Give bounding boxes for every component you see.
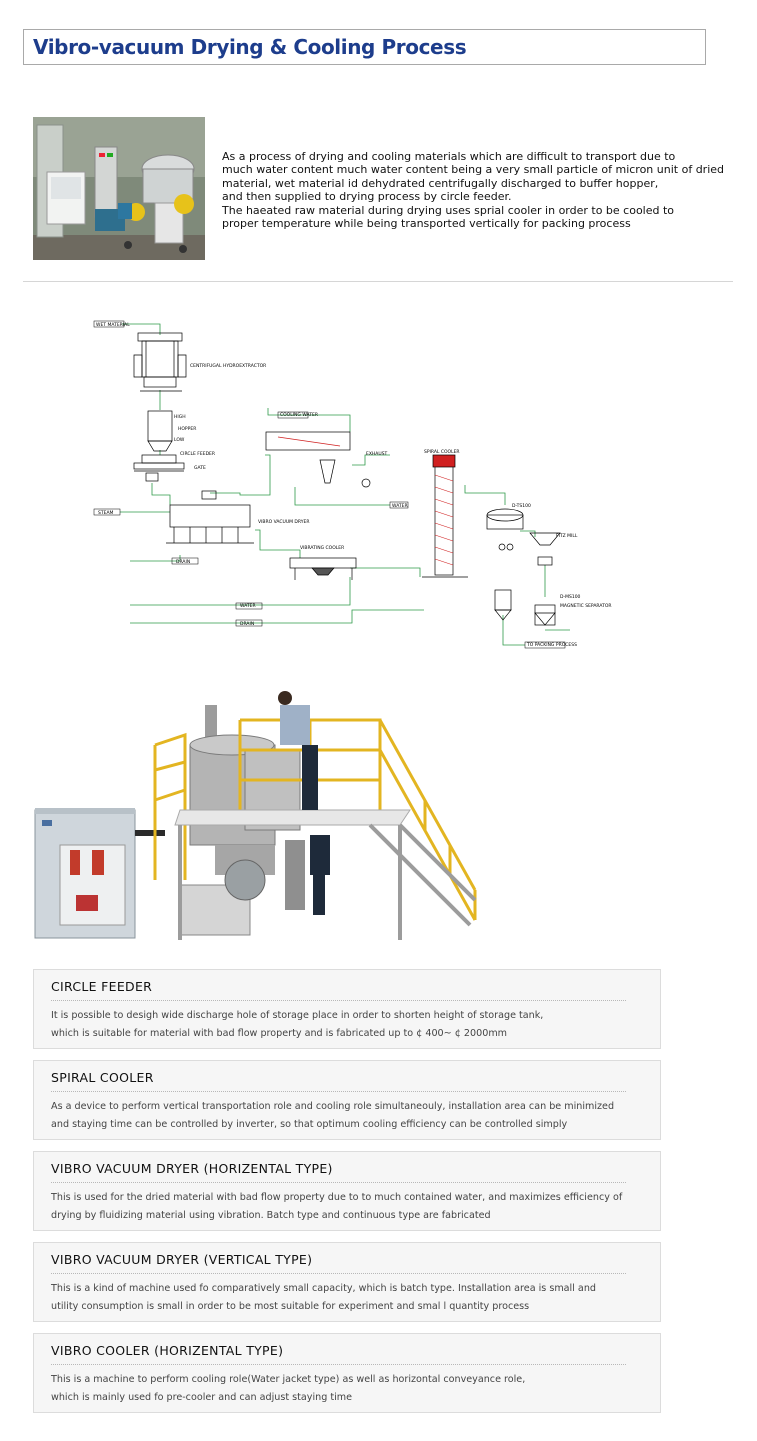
label-drain: DRAIN xyxy=(176,559,190,565)
label-water-in: WATER xyxy=(240,603,256,609)
label-steam: STEAM xyxy=(98,510,114,516)
intro-line: and then supplied to drying process by c… xyxy=(222,190,512,204)
feature-line: It is possible to desigh wide discharge … xyxy=(51,1010,544,1021)
feature-description: This is used for the dried material with… xyxy=(51,1189,641,1225)
feature-line: and staying time can be controlled by in… xyxy=(51,1119,568,1130)
label-centrifugal: CENTRIFUGAL HYDROEXTRACTOR xyxy=(190,363,266,369)
feature-line: As a device to perform vertical transpor… xyxy=(51,1101,615,1112)
section-divider xyxy=(23,281,733,282)
feature-title: VIBRO VACUUM DRYER (VERTICAL TYPE) xyxy=(51,1252,313,1267)
intro-line: As a process of drying and cooling mater… xyxy=(222,150,676,163)
label-spiral-cooler: SPIRAL COOLER xyxy=(424,449,460,455)
feature-title: CIRCLE FEEDER xyxy=(51,979,153,994)
feature-card-vibro-cooler: VIBRO COOLER (HORIZENTAL TYPE) This is a… xyxy=(33,1333,661,1413)
feature-description: This is a machine to perform cooling rol… xyxy=(51,1371,641,1407)
label-hopper: HOPPER xyxy=(178,426,196,432)
feature-card-circle-feeder: CIRCLE FEEDER It is possible to desigh w… xyxy=(33,969,661,1049)
label-drain-2: DRAIN xyxy=(240,621,254,627)
feature-card-spiral-cooler: SPIRAL COOLER As a device to perform ver… xyxy=(33,1060,661,1140)
dotted-divider xyxy=(51,1273,626,1274)
feature-line: drying by fluidizing material using vibr… xyxy=(51,1210,491,1221)
intro-text: As a process of drying and cooling mater… xyxy=(222,150,742,230)
label-packing: TO PACKING PROCESS xyxy=(526,642,577,648)
intro-line: material, wet material id dehydrated cen… xyxy=(222,176,659,190)
feature-description: This is a kind of machine used fo compar… xyxy=(51,1280,641,1316)
label-vibro-dryer: VIBRO VACUUM DRYER xyxy=(258,519,309,525)
dotted-divider xyxy=(51,1364,626,1365)
label-low: LOW xyxy=(174,437,185,443)
feature-card-vibro-dryer-vertical: VIBRO VACUUM DRYER (VERTICAL TYPE) This … xyxy=(33,1242,661,1322)
intro-line: proper temperature while being transport… xyxy=(222,217,631,231)
feature-line: which is mainly used fo pre-cooler and c… xyxy=(51,1392,353,1403)
title-box: Vibro-vacuum Drying & Cooling Process xyxy=(23,29,706,65)
label-gate: GATE xyxy=(194,465,206,471)
dotted-divider xyxy=(51,1091,626,1092)
label-vibrating-cooler: VIBRATING COOLER xyxy=(300,545,344,551)
vertical-dryer-photo xyxy=(34,691,477,940)
machine-photo xyxy=(33,117,205,260)
label-magnetic: MAGNETIC SEPARATOR xyxy=(560,603,612,609)
feature-line: This is used for the dried material with… xyxy=(51,1192,623,1203)
label-exhaust: EXHAUST xyxy=(366,451,388,457)
label-wet-material: WET MATERIAL xyxy=(96,322,130,328)
feature-line: which is suitable for material with bad … xyxy=(51,1028,508,1039)
label-high: HIGH xyxy=(174,414,186,420)
intro-line: much water content much water content be… xyxy=(222,163,724,177)
label-ms100: D-MS100 xyxy=(560,594,581,600)
label-cooling-water: COOLING WATER xyxy=(280,412,318,418)
label-fitz-mill: FITZ MILL xyxy=(556,533,578,539)
label-ts100: D-TS100 xyxy=(512,503,531,509)
feature-line: utility consumption is small in order to… xyxy=(51,1301,530,1312)
label-water: WATER xyxy=(392,503,408,509)
page-title: Vibro-vacuum Drying & Cooling Process xyxy=(33,35,467,59)
dotted-divider xyxy=(51,1000,626,1001)
dotted-divider xyxy=(51,1182,626,1183)
feature-title: VIBRO COOLER (HORIZENTAL TYPE) xyxy=(51,1343,284,1358)
feature-line: This is a kind of machine used fo compar… xyxy=(51,1283,596,1294)
label-circle-feeder: CIRCLE FEEDER xyxy=(180,451,215,457)
feature-title: VIBRO VACUUM DRYER (HORIZENTAL TYPE) xyxy=(51,1161,333,1176)
process-flow-diagram: WET MATERIAL CENTRIFUGAL HYDROEXTRACTOR … xyxy=(93,320,612,649)
feature-card-vibro-dryer-horizontal: VIBRO VACUUM DRYER (HORIZENTAL TYPE) Thi… xyxy=(33,1151,661,1231)
intro-line: The haeated raw material during drying u… xyxy=(222,203,675,217)
feature-title: SPIRAL COOLER xyxy=(51,1070,154,1085)
feature-description: As a device to perform vertical transpor… xyxy=(51,1098,641,1134)
feature-line: This is a machine to perform cooling rol… xyxy=(51,1374,526,1385)
feature-description: It is possible to desigh wide discharge … xyxy=(51,1007,641,1043)
